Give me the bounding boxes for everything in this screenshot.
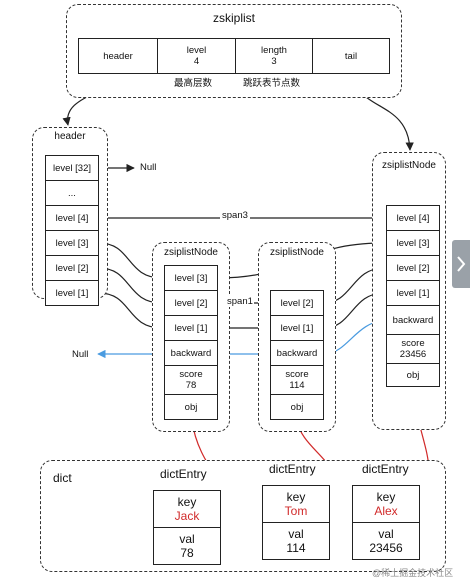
header-level-ellipsis: ...: [45, 180, 99, 206]
node-a-obj: obj: [164, 394, 218, 420]
field-level-label: level: [186, 45, 207, 56]
dict-entry-3-key: key Alex: [352, 485, 420, 523]
zskiplist-length-field: length 3: [235, 38, 313, 74]
zskiplist-title: zskiplist: [212, 11, 255, 25]
dict-entry-3-title: dictEntry: [362, 462, 409, 476]
field-length-value: 3: [271, 56, 277, 67]
field-level-value: 4: [193, 56, 200, 67]
header-node-title: header: [54, 131, 86, 142]
node-a-score-value: 78: [185, 380, 197, 391]
dict-entry-2-title: dictEntry: [269, 462, 316, 476]
dict-entry-1-title: dictEntry: [160, 467, 207, 481]
node-b-level-2: level [2]: [270, 290, 324, 316]
note-max-level: 最高层数: [174, 78, 213, 89]
node-a-backward: backward: [164, 340, 218, 366]
node-b-score: score 114: [270, 365, 324, 395]
field-header-label: header: [103, 50, 133, 62]
node-c-title: zsiplistNode: [382, 160, 436, 171]
dict-entry-2-val-value: 114: [286, 541, 306, 555]
node-a-title: zsiplistNode: [164, 247, 218, 258]
dict-entry-1-key-value: Jack: [174, 509, 200, 523]
node-a-level-1: level [1]: [164, 315, 218, 341]
field-tail-label: tail: [344, 50, 358, 62]
dict-entry-3-key-value: Alex: [374, 504, 398, 518]
chevron-right-icon: [457, 256, 466, 272]
dict-entry-1-val: val 78: [153, 527, 221, 565]
node-c-backward: backward: [386, 305, 440, 335]
node-c-score: score 23456: [386, 334, 440, 364]
field-length-label: length: [261, 45, 287, 56]
header-level-32: level [32]: [45, 155, 99, 181]
node-c-obj: obj: [386, 363, 440, 387]
header-level-1: level [1]: [45, 280, 99, 306]
dict-entry-3-val-value: 23456: [369, 541, 403, 555]
node-c-level-3: level [3]: [386, 230, 440, 256]
span1-label: span1: [226, 296, 254, 307]
header-level-2: level [2]: [45, 255, 99, 281]
link-h-l1-a: [98, 292, 163, 333]
link-h-l2-a: [98, 267, 163, 308]
node-b-level-1: level [1]: [270, 315, 324, 341]
node-c-level-1: level [1]: [386, 280, 440, 306]
note-node-count: 跳跃表节点数: [243, 78, 301, 89]
header-level-4: level [4]: [45, 205, 99, 231]
node-c-level-4: level [4]: [386, 205, 440, 231]
dict-entry-1-val-value: 78: [180, 546, 194, 560]
node-b-obj: obj: [270, 394, 324, 420]
zskiplist-tail-field: tail: [312, 38, 390, 74]
node-b-backward: backward: [270, 340, 324, 366]
node-b-title: zsiplistNode: [270, 247, 324, 258]
dict-title: dict: [53, 471, 72, 485]
dict-entry-1-key: key Jack: [153, 490, 221, 528]
span3-label: span3: [220, 210, 250, 221]
zskiplist-level-field: level 4: [157, 38, 236, 74]
node-b-score-value: 114: [289, 380, 305, 391]
dict-entry-2-key-value: Tom: [284, 504, 308, 518]
dict-entry-3-val: val 23456: [352, 522, 420, 560]
dict-entry-2-val: val 114: [262, 522, 330, 560]
node-c-score-value: 23456: [399, 349, 427, 360]
node-c-level-2: level [2]: [386, 255, 440, 281]
header-null-label: Null: [140, 162, 157, 173]
site-watermark: @稀土掘金技术社区: [372, 568, 454, 578]
backward-null-label: Null: [72, 349, 89, 360]
link-h-l3-a: [98, 242, 163, 283]
header-level-3: level [3]: [45, 230, 99, 256]
page-side-tab[interactable]: [452, 240, 470, 288]
dict-entry-2-key: key Tom: [262, 485, 330, 523]
node-a-level-3: level [3]: [164, 265, 218, 291]
node-a-score: score 78: [164, 365, 218, 395]
node-a-level-2: level [2]: [164, 290, 218, 316]
zskiplist-header-field: header: [78, 38, 158, 74]
